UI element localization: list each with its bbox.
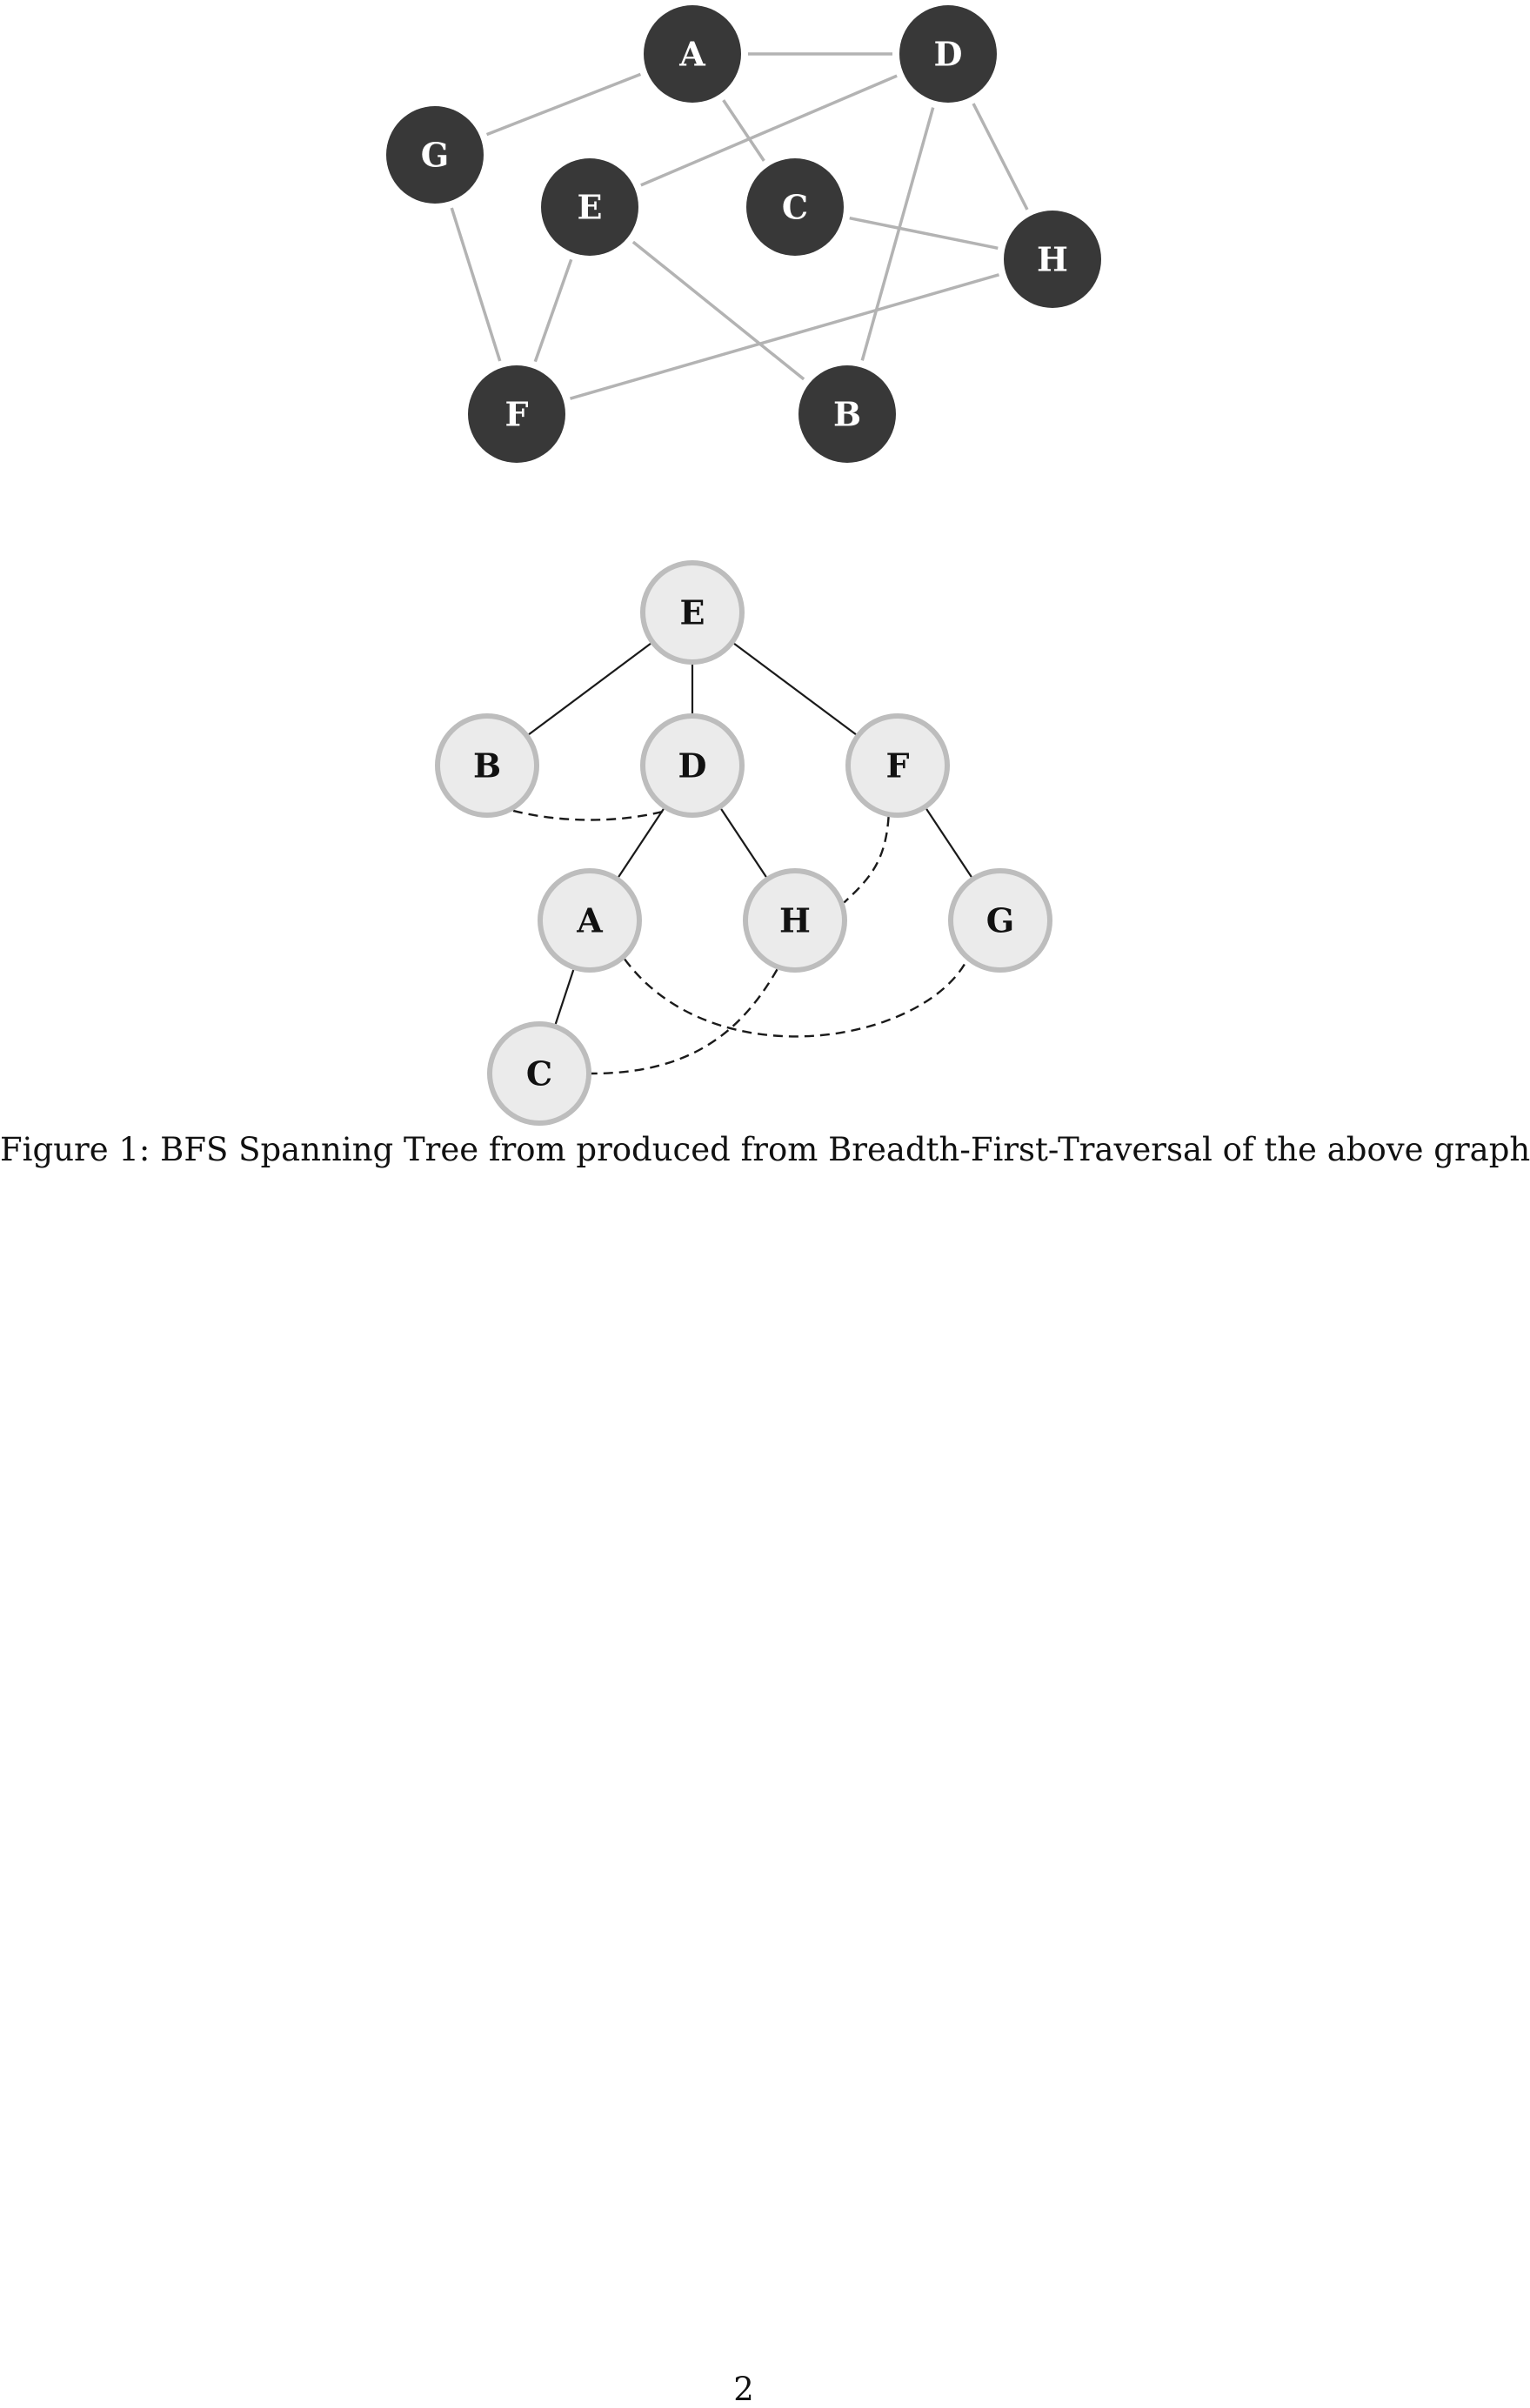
tree-node-circle [487,1021,591,1126]
cross-edge-A-G [624,958,968,1038]
graph-node-G: G [386,106,484,204]
tree-edges [512,642,972,1075]
graph-node-C: C [746,158,844,256]
tree-node-E: E [640,560,745,665]
tree-node-label: B [473,746,501,786]
graph-node-circle [541,158,638,256]
graph-edge-E-B [631,240,805,381]
cross-edge-F-H [843,817,890,904]
graph-node-D: D [899,5,997,103]
tree-node-label: F [886,746,910,786]
graph-edge-D-E [640,74,898,187]
graph-node-circle [386,106,484,204]
tree-nodes: E B D F A H G C [435,560,1052,1126]
graph-node-label: A [678,35,705,74]
tree-node-A: A [538,868,642,973]
tree-node-circle [640,713,745,818]
tree-node-label: H [779,901,811,940]
graph-node-circle [746,158,844,256]
graph-node-B: B [798,365,896,463]
graph-edge-E-F [533,258,573,363]
graph-node-label: F [505,395,529,434]
cross-edge-H-C [591,968,778,1075]
tree-node-D: D [640,713,745,818]
tree-node-circle [640,560,745,665]
graph-node-circle [644,5,741,103]
graph-edge-A-G [485,72,642,137]
tree-node-circle [743,868,847,973]
tree-node-G: G [948,868,1052,973]
tree-edge-E-B [528,642,651,736]
tree-node-B: B [435,713,539,818]
graph-node-F: F [468,365,565,463]
graph-node-label: C [782,188,808,227]
graph-node-E: E [541,158,638,256]
tree-edge-D-A [618,808,665,878]
tree-node-H: H [743,868,847,973]
tree-edge-A-C [554,969,575,1025]
tree-node-circle [538,868,642,973]
graph-node-circle [899,5,997,103]
tree-node-label: A [576,901,603,940]
graph-node-circle [468,365,565,463]
tree-node-circle [435,713,539,818]
graph-edge-G-F [450,207,502,362]
tree-node-label: C [526,1054,552,1094]
figure-caption: Figure 1: BFS Spanning Tree from produce… [0,1131,1530,1168]
tree-edge-D-H [720,808,767,878]
page-number: 2 [733,2371,754,2408]
tree-node-F: F [845,713,950,818]
bfs-figure: A B C D E F G H E B D F A H G C [386,5,1101,1126]
graph-node-label: G [421,136,449,175]
tree-edge-F-G [925,808,972,878]
tree-node-label: D [678,746,707,786]
tree-edge-E-F [733,642,857,736]
tree-node-circle [948,868,1052,973]
tree-node-label: G [986,901,1014,940]
graph-node-H: H [1004,211,1101,308]
graph-node-label: D [934,35,963,74]
graph-node-label: E [578,188,603,227]
graph-node-label: H [1037,240,1068,279]
graph-node-label: B [833,395,861,434]
tree-node-C: C [487,1021,591,1126]
graph-edge-A-C [722,99,765,162]
graph-edge-C-H [849,216,999,251]
graph-node-A: A [644,5,741,103]
graph-edge-D-B [860,107,935,361]
cross-edge-B-D [512,809,667,821]
graph-node-circle [798,365,896,463]
graph-edge-F-H [569,273,1000,400]
graph-node-circle [1004,211,1101,308]
graph-edges [450,52,1029,400]
tree-node-label: E [680,593,705,632]
graph-edge-D-H [972,103,1029,211]
tree-node-circle [845,713,950,818]
graph-nodes: A B C D E F G H [386,5,1101,463]
